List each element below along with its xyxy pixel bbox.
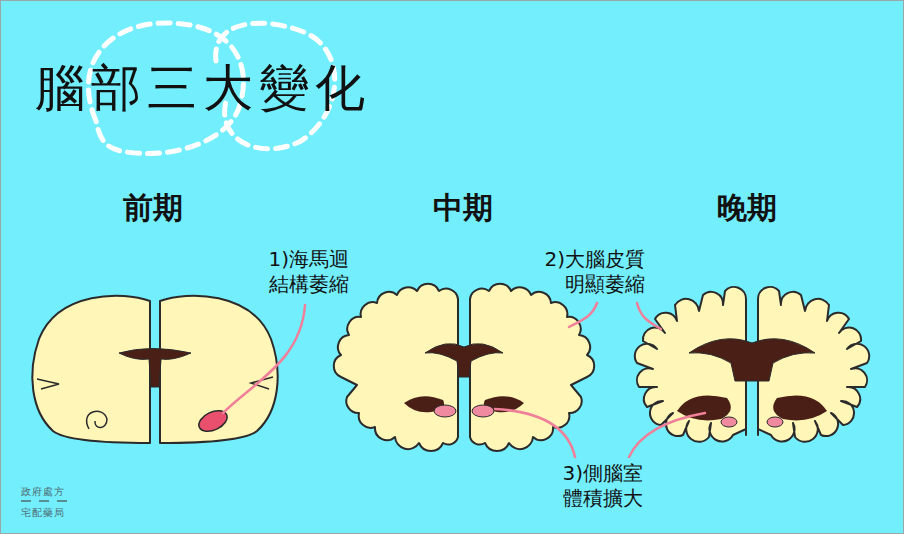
stage-label: 前期	[93, 191, 213, 224]
callout-label: 3)側腦室 體積擴大	[531, 461, 643, 511]
watermark: 宅配藥局	[21, 507, 65, 518]
leader-line	[569, 303, 597, 327]
brain-hemisphere	[160, 296, 278, 443]
leader-line	[637, 303, 661, 329]
callout-label: 2)大腦皮質 明顯萎縮	[527, 247, 645, 297]
leader-line	[495, 409, 575, 457]
brain-hemisphere	[758, 287, 869, 442]
dash	[57, 500, 67, 502]
sulcus-notch	[37, 379, 59, 389]
ventricle	[119, 349, 191, 388]
brain-hemisphere	[470, 284, 594, 451]
leader-line	[223, 305, 305, 413]
hippocampus	[721, 417, 737, 427]
ventricle-horn	[773, 395, 827, 420]
dash	[21, 500, 31, 502]
brain-hemisphere	[334, 284, 458, 451]
watermark-dashes	[21, 500, 67, 502]
hippocampus-normal	[87, 411, 107, 429]
leader-lines	[223, 303, 705, 457]
ventricle	[425, 344, 503, 377]
early-brain	[32, 296, 277, 443]
hippocampus	[472, 405, 494, 417]
ventricle	[689, 339, 815, 381]
callout-label: 1)海馬迴 結構萎縮	[233, 247, 349, 297]
stage-label: 中期	[403, 191, 523, 224]
brain-hemisphere	[32, 296, 150, 443]
stage-label: 晚期	[687, 191, 807, 224]
brain-hemisphere	[635, 287, 746, 442]
diagram-title: 腦部三大變化	[35, 61, 371, 116]
leader-line	[629, 413, 705, 457]
dash	[39, 500, 49, 502]
late-brain	[635, 287, 869, 442]
hippocampus	[434, 405, 456, 417]
hippocampus	[767, 417, 783, 427]
watermark: 政府處方	[21, 486, 65, 497]
